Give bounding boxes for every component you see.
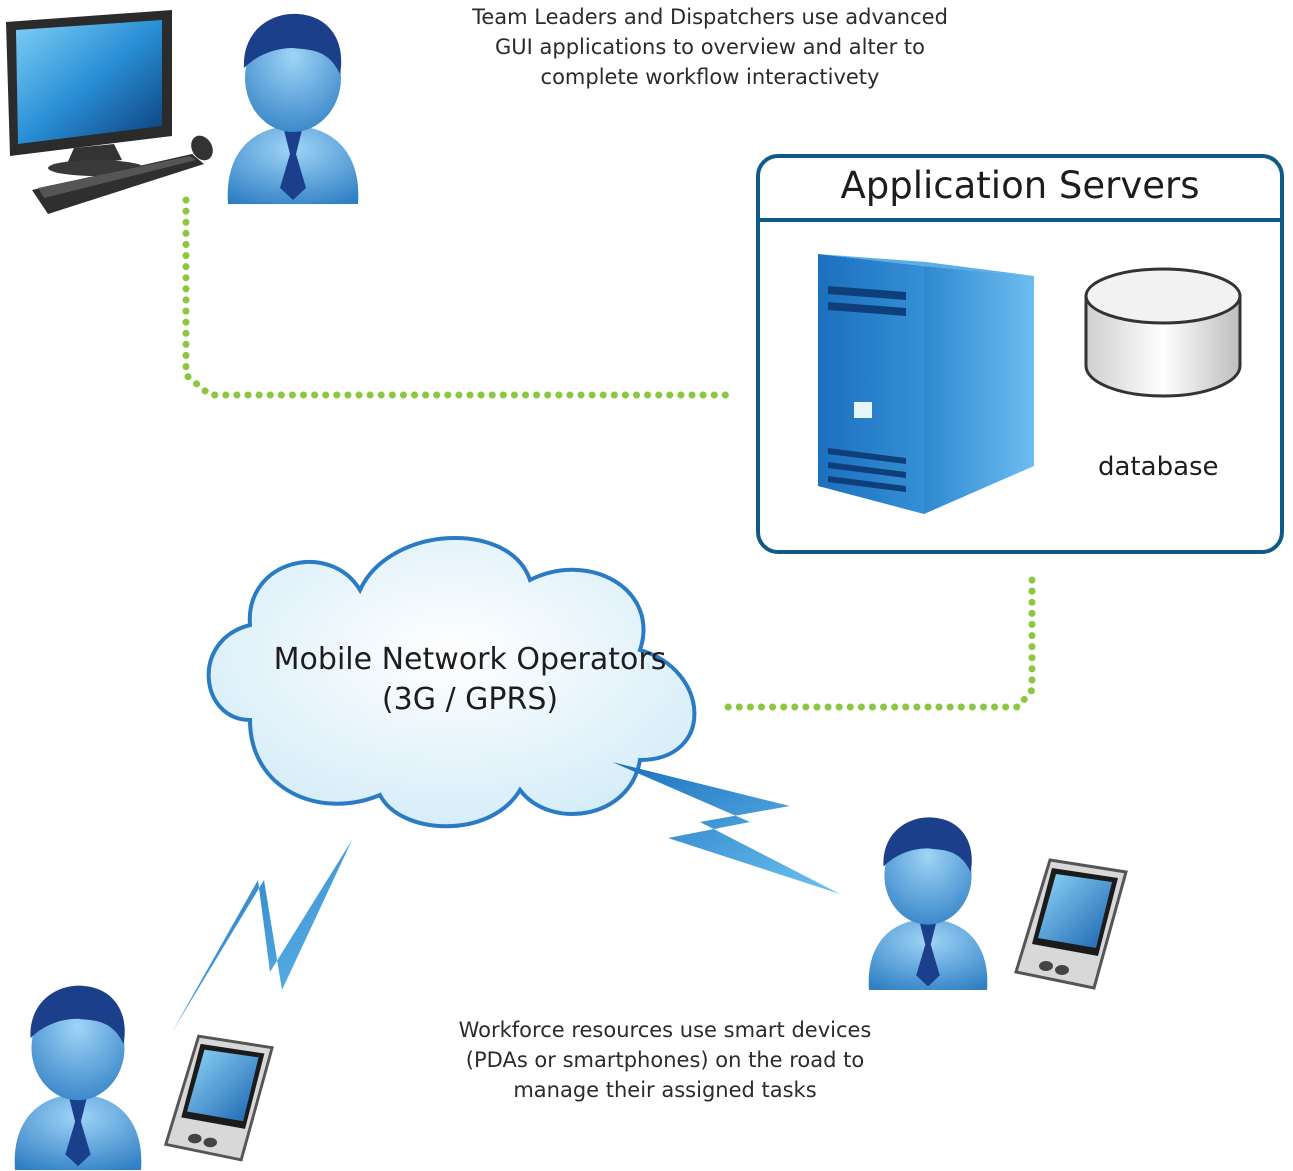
dispatcher-caption: Team Leaders and Dispatchers use advance… [420,2,1000,92]
workforce-caption-line-1: Workforce resources use smart devices [458,1018,872,1042]
lightning-bolt-icon [612,762,840,894]
person-icon [868,817,988,990]
person-icon [14,985,142,1170]
link-servers-to-cloud [724,576,1036,711]
mobile-network-line-1: Mobile Network Operators [273,642,667,677]
dispatcher-caption-line-1: Team Leaders and Dispatchers use advance… [472,5,948,29]
mobile-network-label: Mobile Network Operators (3G / GPRS) [200,640,740,720]
panel-divider [760,218,1280,222]
database-cylinder-icon [1084,267,1242,398]
pda-icon [1014,858,1128,990]
person-icon [227,13,359,204]
desktop-computer-icon [6,10,213,214]
dispatcher-caption-line-3: complete workflow interactivety [540,65,880,89]
lightning-bolt-icon [172,840,352,1032]
dispatcher-caption-line-2: GUI applications to overview and alter t… [494,35,926,59]
pda-icon [163,1034,274,1162]
workforce-caption-line-3: manage their assigned tasks [513,1078,817,1102]
workforce-caption-line-2: (PDAs or smartphones) on the road to [465,1048,865,1072]
link-desktop-to-servers [182,196,734,399]
server-tower-icon [818,254,1034,514]
mobile-network-line-2: (3G / GPRS) [381,682,559,717]
cloud-icon [206,536,697,829]
workforce-caption: Workforce resources use smart devices (P… [370,1015,960,1105]
application-servers-title: Application Servers [840,164,1200,207]
database-label: database [1098,452,1219,482]
